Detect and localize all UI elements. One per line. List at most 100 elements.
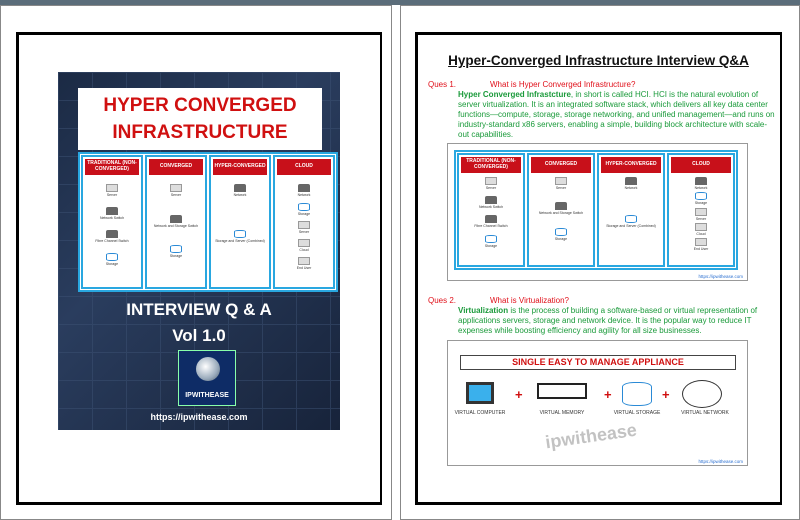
- item-virtual-network: VIRTUAL NETWORK: [681, 410, 729, 416]
- answer-1: Hyper Converged Infrastcture, in short i…: [458, 90, 775, 139]
- diagram-label: Storage: [297, 211, 311, 216]
- column-header: CONVERGED: [149, 159, 203, 175]
- column-header: TRADITIONAL (NON-CONVERGED): [85, 159, 139, 175]
- cover-title: HYPER CONVERGED INFRASTRUCTURE: [78, 88, 322, 150]
- storage-icon: [484, 234, 498, 243]
- switch-icon: [234, 184, 246, 193]
- diagram-label: Network: [297, 193, 311, 198]
- column-header: CLOUD: [671, 157, 731, 173]
- plus-icon: +: [604, 387, 612, 402]
- question-1: Ques 1.What is Hyper Converged Infrastru…: [428, 80, 636, 89]
- diagram-label: Network: [233, 193, 247, 198]
- figure-source: https://ipwithease.com: [698, 459, 743, 464]
- ipwithease-logo: IPWITHEASE: [178, 350, 236, 406]
- cover-image: HYPER CONVERGED INFRASTRUCTURE TRADITION…: [58, 72, 340, 430]
- cover-url: https://ipwithease.com: [150, 412, 248, 422]
- diagram-label: Storage: [484, 243, 498, 248]
- page-2-border: [415, 32, 782, 505]
- memory-icon: [537, 383, 587, 399]
- diagram-label: Network: [694, 185, 708, 190]
- figure-source: https://ipwithease.com: [698, 274, 743, 279]
- diagram-label: Server: [695, 216, 707, 221]
- server-icon: [170, 184, 182, 193]
- column-header: TRADITIONAL (NON-CONVERGED): [461, 157, 521, 173]
- switch-icon: [298, 184, 310, 193]
- diagram-label: End User: [693, 247, 709, 252]
- storage-icon: [298, 202, 310, 211]
- server-icon: [484, 176, 498, 185]
- storage-icon: [170, 245, 182, 254]
- diagram-label: Server: [106, 193, 118, 198]
- switch-icon: [106, 229, 118, 238]
- diagram-label: Storage: [105, 261, 119, 266]
- network-icon: [682, 380, 722, 408]
- storage-icon: [554, 228, 568, 237]
- storage-icon: [624, 215, 638, 224]
- globe-icon: [196, 357, 220, 381]
- diagram-label: Server: [298, 229, 310, 234]
- answer-2: Virtualization is the process of buildin…: [458, 306, 758, 335]
- diagram-label: Fibre Channel Switch: [474, 224, 508, 229]
- document-title: Hyper-Converged Infrastructure Interview…: [448, 53, 749, 68]
- server-icon: [298, 220, 310, 229]
- storage-icon: [694, 192, 708, 201]
- switch-icon: [484, 215, 498, 224]
- question-2: Ques 2.What is Virtualization?: [428, 296, 569, 305]
- storage-icon: [106, 252, 118, 261]
- switch-icon: [694, 176, 708, 185]
- diagram-label: Network and Storage Switch: [538, 211, 584, 216]
- column-header: HYPER-CONVERGED: [601, 157, 661, 173]
- switch-icon: [170, 214, 182, 223]
- plus-icon: +: [662, 387, 670, 402]
- switch-icon: [484, 196, 498, 205]
- server-icon: [694, 223, 708, 231]
- column-header: HYPER-CONVERGED: [213, 159, 267, 175]
- diagram-label: Server: [485, 185, 497, 190]
- server-icon: [106, 184, 118, 193]
- storage-icon: [622, 382, 652, 406]
- diagram-label: Network: [624, 185, 638, 190]
- diagram-label: Network Switch: [478, 205, 504, 210]
- server-icon: [694, 207, 708, 216]
- diagram-label: Server: [170, 193, 182, 198]
- column-header: CLOUD: [277, 159, 331, 175]
- storage-icon: [234, 229, 246, 238]
- diagram-label: Server: [555, 185, 567, 190]
- page-1-border: [16, 32, 382, 505]
- server-icon: [694, 238, 708, 247]
- diagram-label: Storage and Server (Combined): [606, 224, 656, 229]
- cover-volume: Vol 1.0: [172, 326, 226, 345]
- logo-text: IPWITHEASE: [185, 392, 229, 399]
- diagram-label: Storage: [169, 254, 183, 259]
- diagram-label: Storage: [694, 201, 708, 206]
- window-top-bar: [0, 0, 800, 5]
- diagram-label: Network and Storage Switch: [153, 223, 199, 228]
- cover-subtitle: INTERVIEW Q & A: [126, 300, 272, 319]
- diagram-label: Cloud: [696, 232, 706, 236]
- diagram-label: End User: [296, 266, 312, 271]
- switch-icon: [106, 207, 118, 216]
- item-virtual-computer: VIRTUAL COMPUTER: [454, 410, 506, 416]
- item-virtual-storage: VIRTUAL STORAGE: [613, 410, 661, 416]
- server-icon: [298, 257, 310, 266]
- column-header: CONVERGED: [531, 157, 591, 173]
- item-virtual-memory: VIRTUAL MEMORY: [539, 410, 585, 416]
- plus-icon: +: [515, 387, 523, 402]
- diagram-label: Network Switch: [99, 216, 125, 221]
- server-icon: [554, 176, 568, 185]
- server-icon: [298, 239, 310, 247]
- diagram-label: Cloud: [299, 248, 309, 252]
- diagram-label: Fibre Channel Switch: [95, 238, 129, 243]
- appliance-title: SINGLE EASY TO MANAGE APPLIANCE: [460, 355, 736, 370]
